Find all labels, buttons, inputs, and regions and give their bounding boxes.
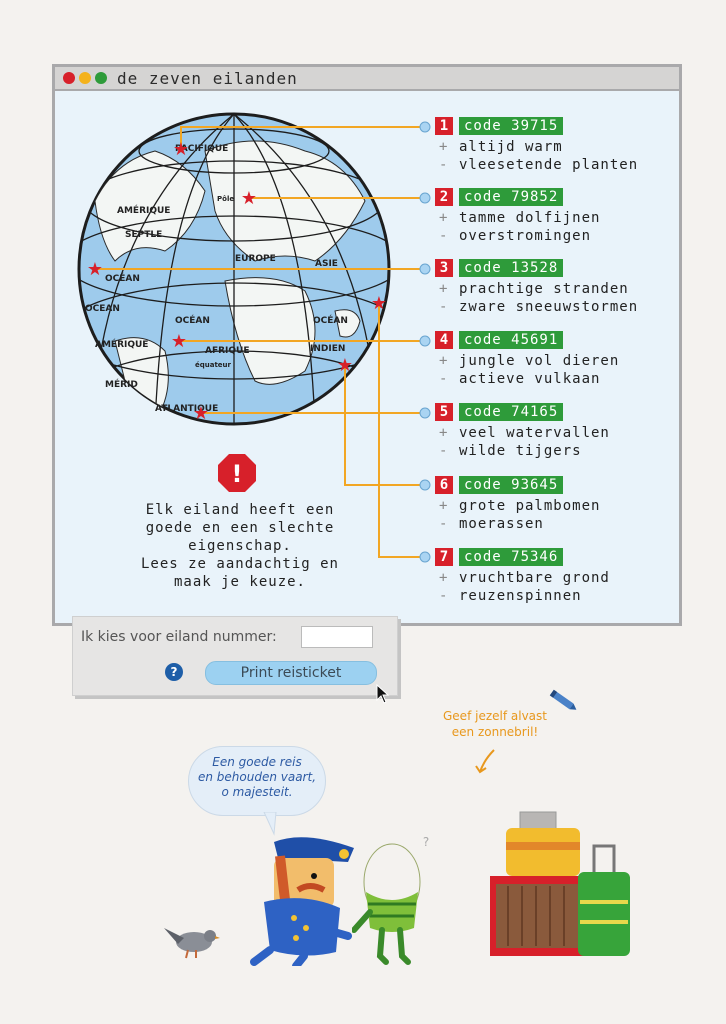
island-plus: +veel watervallen	[439, 425, 610, 441]
maximize-window-button[interactable]	[95, 72, 107, 84]
island-minus: -moerassen	[439, 516, 544, 532]
island-minus: -overstromingen	[439, 228, 592, 244]
island-code: code 13528	[459, 259, 564, 277]
globe-label: OCÉAN	[175, 314, 210, 326]
island-code: code 93645	[459, 476, 564, 494]
connector-dot	[419, 121, 431, 133]
island-minus: -wilde tijgers	[439, 443, 582, 459]
globe-labels: PACIFIQUE Pôle AMÉRIQUE SEPTLE EUROPE AS…	[85, 144, 348, 414]
globe-label: OCÉAN	[105, 272, 140, 284]
globe-label: EUROPE	[235, 254, 276, 264]
globe-label: équateur	[195, 361, 232, 369]
pigeon-icon	[164, 928, 220, 959]
window-title: de zeven eilanden	[117, 68, 298, 88]
globe-label: ASIE	[315, 259, 338, 269]
island-minus: -actieve vulkaan	[439, 371, 601, 387]
svg-text:!: !	[232, 460, 243, 488]
island-entry-6: 6 code 93645 +grote palmbomen -moerassen	[435, 476, 675, 536]
instruction-text: Elk eiland heeft een goede en een slecht…	[140, 502, 339, 590]
globe-label: AFRIQUE	[205, 346, 250, 356]
island-number: 3	[435, 259, 453, 277]
connector-dot	[419, 407, 431, 419]
speech-bubble-tail	[263, 812, 277, 836]
island-minus: -zware sneeuwstormen	[439, 299, 639, 315]
island-number-input[interactable]	[301, 626, 373, 648]
island-plus: +tamme dolfijnen	[439, 210, 601, 226]
island-plus: +vruchtbare grond	[439, 570, 610, 586]
globe-label: MÉRID	[105, 378, 138, 390]
island-entry-3: 3 code 13528 +prachtige stranden -zware …	[435, 259, 675, 319]
island-number-label: Ik kies voor eiland nummer:	[81, 629, 277, 645]
connector-dot	[419, 335, 431, 347]
connector-dot	[419, 479, 431, 491]
island-code: code 74165	[459, 403, 564, 421]
island-star-icon[interactable]: ★	[337, 355, 353, 376]
app-window: de zeven eilanden PACIFIQUE	[52, 64, 682, 626]
minimize-window-button[interactable]	[79, 72, 91, 84]
connector-lines	[95, 126, 425, 558]
close-window-button[interactable]	[63, 72, 75, 84]
globe-label: PACIFIQUE	[175, 144, 228, 154]
island-star-icon[interactable]: ★	[87, 259, 103, 280]
island-entry-2: 2 code 79852 +tamme dolfijnen -overstrom…	[435, 188, 675, 248]
crayon-icon	[549, 689, 577, 710]
island-number: 7	[435, 548, 453, 566]
help-icon[interactable]: ?	[165, 663, 183, 681]
island-star-icon[interactable]: ★	[171, 331, 187, 352]
island-number: 6	[435, 476, 453, 494]
island-entry-1: 1 code 39715 +altijd warm -vleesetende p…	[435, 117, 675, 177]
globe-label: OCÉAN	[313, 314, 348, 326]
island-plus: +grote palmbomen	[439, 498, 601, 514]
island-entry-5: 5 code 74165 +veel watervallen -wilde ti…	[435, 403, 675, 463]
connector-dot	[419, 263, 431, 275]
title-bar: de zeven eilanden	[55, 67, 679, 91]
globe-label: ATLANTIQUE	[155, 404, 218, 414]
print-ticket-button[interactable]: Print reisticket	[205, 661, 377, 685]
globe-label: AMÉRIQUE	[117, 204, 170, 216]
question-mark: ?	[423, 835, 429, 849]
sunglasses-tip: Geef jezelf alvast een zonnebril!	[443, 709, 547, 739]
island-number: 4	[435, 331, 453, 349]
island-minus: -vleesetende planten	[439, 157, 639, 173]
egg-character: ?	[352, 835, 429, 965]
island-plus: +prachtige stranden	[439, 281, 629, 297]
arrow-down-icon	[475, 749, 495, 774]
speech-bubble: Een goede reis en behouden vaart, o maje…	[188, 746, 326, 816]
globe-label: SEPTLE	[125, 230, 162, 240]
island-plus: +altijd warm	[439, 139, 563, 155]
island-star-icon[interactable]: ★	[371, 293, 387, 314]
island-star-icon[interactable]: ★	[193, 403, 209, 424]
choice-dialog: Ik kies voor eiland nummer: ? Print reis…	[72, 616, 398, 696]
island-star-icon[interactable]: ★	[241, 188, 257, 209]
mouse-cursor-icon	[376, 684, 390, 704]
island-code: code 79852	[459, 188, 564, 206]
island-minus: -reuzenspinnen	[439, 588, 582, 604]
island-entry-4: 4 code 45691 +jungle vol dieren -actieve…	[435, 331, 675, 391]
island-number: 2	[435, 188, 453, 206]
island-number: 5	[435, 403, 453, 421]
globe-label: INDIEN	[310, 344, 345, 354]
warning-icon: !	[218, 454, 256, 492]
globe-map: PACIFIQUE Pôle AMÉRIQUE SEPTLE EUROPE AS…	[77, 112, 431, 563]
connector-dot	[419, 192, 431, 204]
island-code: code 39715	[459, 117, 564, 135]
island-code: code 75346	[459, 548, 564, 566]
globe-label: OCEAN	[85, 304, 120, 314]
globe-label: Pôle	[217, 195, 234, 203]
island-star-icon[interactable]: ★	[173, 139, 189, 160]
globe-label: AMÉRIQUE	[95, 338, 148, 350]
connector-dot	[419, 551, 431, 563]
island-plus: +jungle vol dieren	[439, 353, 620, 369]
king-character	[250, 837, 354, 966]
island-code: code 45691	[459, 331, 564, 349]
island-entry-7: 7 code 75346 +vruchtbare grond -reuzensp…	[435, 548, 675, 608]
luggage-pile	[490, 811, 630, 956]
island-number: 1	[435, 117, 453, 135]
